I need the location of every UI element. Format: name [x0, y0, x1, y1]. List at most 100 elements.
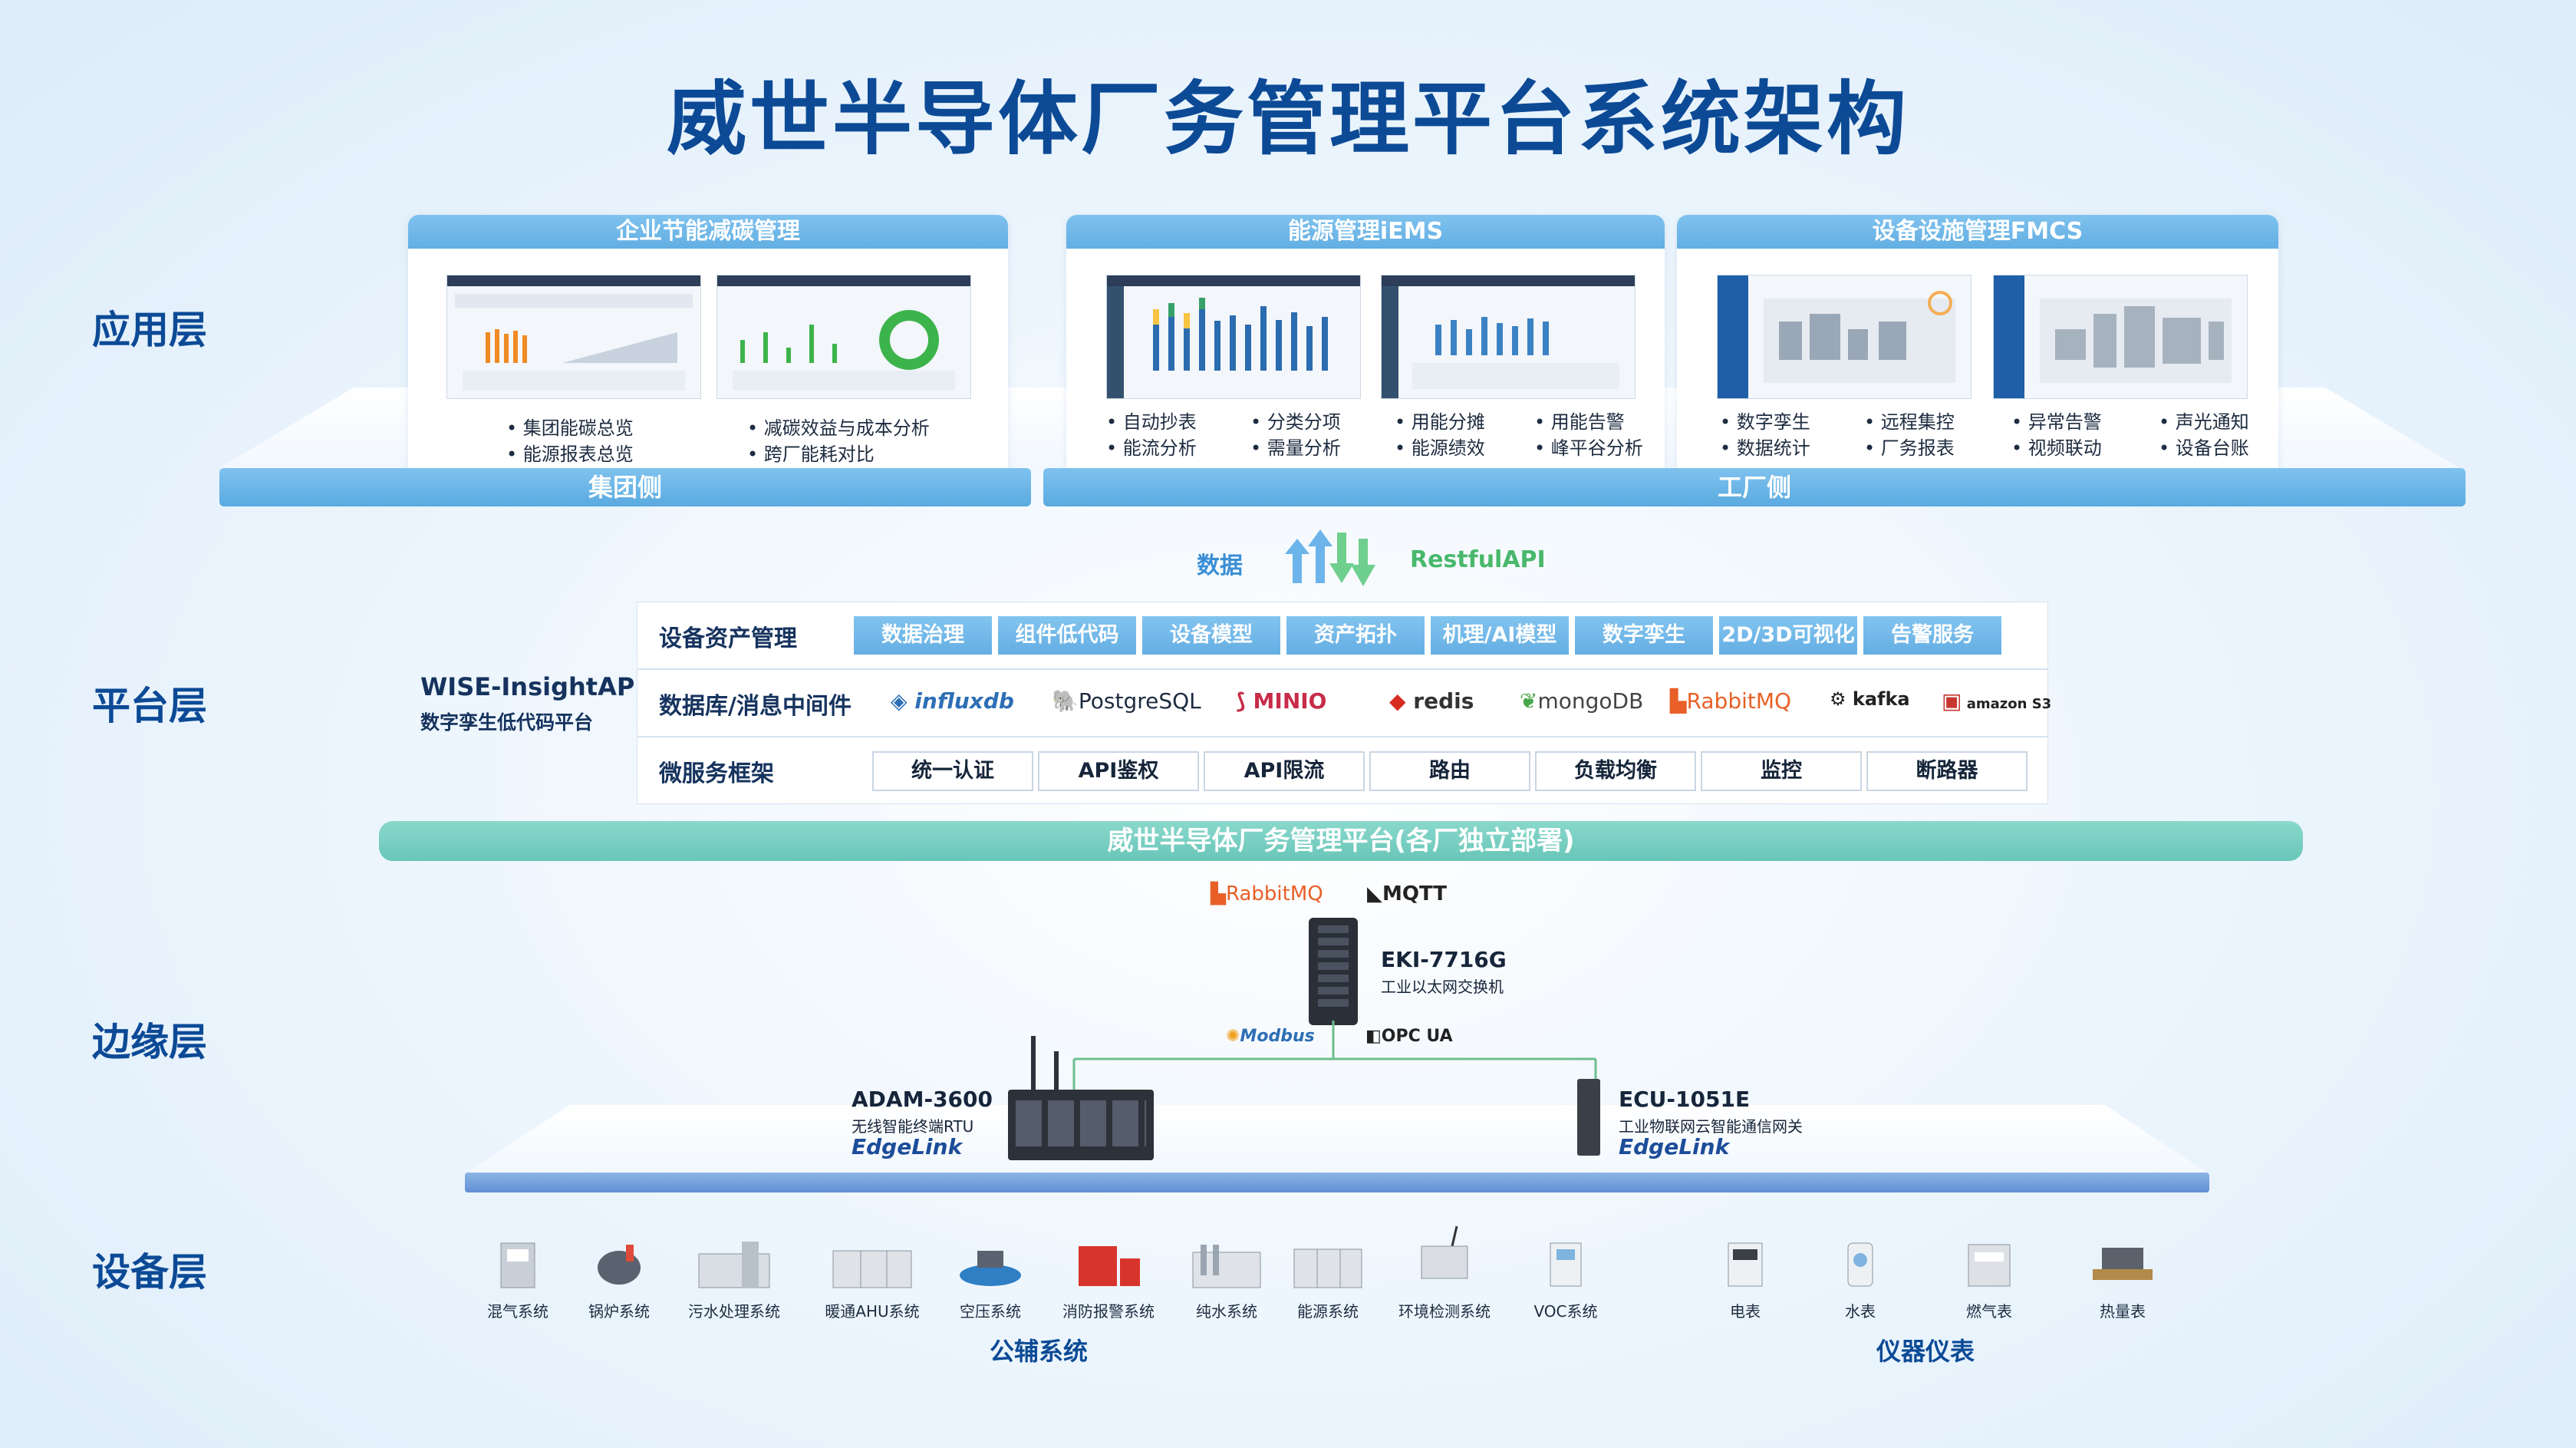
heat-meter-icon [2093, 1248, 2153, 1280]
voc-detector-icon [1550, 1242, 1582, 1287]
microservice-title: 微服务框架 [659, 760, 774, 787]
bullet-item: • 远程集控 [1864, 411, 1955, 433]
group-energy-card: 企业节能减碳管理 • 集团能碳总览 • 能源报表总览 • 减碳效益与成本分析 •… [408, 215, 1008, 468]
ethernet-switch-device [1309, 918, 1358, 1025]
redis-logo: ◆ redis [1389, 688, 1474, 714]
capability-tag: 资产拓扑 [1286, 616, 1425, 655]
device-fire-alarm: 消防报警系统 [1051, 1239, 1166, 1321]
fmcs-card-title: 设备设施管理FMCS [1677, 215, 2278, 249]
aux-systems-group-label: 公辅系统 [990, 1337, 1089, 1366]
service-box: API限流 [1204, 751, 1365, 791]
bullet-item: • 能源绩效 [1395, 437, 1485, 459]
bullet-item: • 减碳效益与成本分析 [747, 417, 930, 439]
switch-model: EKI-7716G [1381, 947, 1507, 972]
bullet-item: • 能流分析 [1106, 437, 1197, 459]
bar-chart-thumbnail [1412, 317, 1619, 389]
digital-twin-screenshot [1717, 275, 1972, 399]
capability-tag: 2D/3D可视化 [1719, 616, 1857, 655]
device-voc: VOC系统 [1524, 1239, 1608, 1321]
gateway-description: 工业物联网云智能通信网关 [1619, 1117, 1803, 1136]
device-environment-monitor: 环境检测系统 [1387, 1223, 1502, 1321]
dashboard-screenshot [716, 275, 971, 399]
switch-description: 工业以太网交换机 [1381, 978, 1504, 996]
capability-tag: 告警服务 [1863, 616, 2001, 655]
power-cabinet-icon [1293, 1248, 1362, 1288]
iems-card: 能源管理iEMS • 自动抄表 • 能流分析 • 分类分项 • 需量分析 • 用… [1066, 215, 1665, 468]
data-exchange-arrows-icon [1285, 529, 1375, 586]
layer-label-platform: 平台层 [92, 684, 207, 728]
bullet-item: • 数字孪生 [1720, 411, 1810, 433]
device-wastewater: 污水处理系统 [677, 1239, 792, 1321]
postgresql-logo: 🐘PostgreSQL [1052, 688, 1201, 714]
stacked-bar-thumbnail [1153, 298, 1328, 371]
rtu-model: ADAM-3600 [852, 1087, 993, 1112]
device-energy-system: 能源系统 [1286, 1239, 1370, 1321]
bullet-item: • 能源报表总览 [506, 444, 634, 465]
ahu-unit-icon [832, 1250, 912, 1288]
bullet-item: • 集团能碳总览 [506, 417, 634, 439]
dashboard-screenshot [446, 275, 701, 399]
fire-alarm-panel-icon [1079, 1246, 1140, 1286]
bullet-item: • 用能告警 [1534, 411, 1625, 433]
opcua-protocol-logo: ◧OPC UA [1365, 1027, 1453, 1046]
boiler-icon [598, 1245, 641, 1285]
dashboard-screenshot [1106, 275, 1361, 399]
capability-tag: 数字孪生 [1575, 616, 1713, 655]
environment-sensor-icon [1421, 1225, 1468, 1279]
gateway-edgelink-logo: EdgeLink [1619, 1134, 1730, 1159]
service-box: 统一认证 [872, 751, 1033, 791]
capability-tag: 设备模型 [1142, 616, 1280, 655]
rtu-edgelink-logo: EdgeLink [852, 1134, 963, 1159]
water-meter-icon [1847, 1242, 1873, 1287]
bullet-item: • 厂务报表 [1864, 437, 1955, 459]
minio-logo: ⟆ MINIO [1236, 688, 1327, 714]
bullet-item: • 视频联动 [2011, 437, 2102, 459]
iems-card-title: 能源管理iEMS [1066, 215, 1665, 249]
service-box: 负载均衡 [1535, 751, 1696, 791]
capability-tag: 数据治理 [854, 616, 992, 655]
capability-tag: 组件低代码 [998, 616, 1136, 655]
layer-label-app: 应用层 [92, 308, 207, 352]
amazon-s3-logo: ▣ amazon S3 [1942, 688, 2052, 714]
bullet-item: • 数据统计 [1720, 437, 1810, 459]
edge-layer-base-bar [465, 1173, 2209, 1192]
rabbitmq-protocol-logo: ▙RabbitMQ [1211, 882, 1323, 905]
influxdb-logo: ◈ influxdb [891, 688, 1014, 714]
gateway-model: ECU-1051E [1619, 1087, 1751, 1112]
page-title: 威世半导体厂务管理平台系统架构 [666, 72, 1909, 166]
pure-water-system-icon [1192, 1245, 1261, 1288]
mqtt-protocol-logo: ◣MQTT [1367, 882, 1448, 905]
dashboard-screenshot [1381, 275, 1636, 399]
layer-label-device: 设备层 [92, 1250, 207, 1295]
platform-deployment-bar: 威世半导体厂务管理平台(各厂独立部署) [379, 821, 2303, 861]
air-compressor-icon [960, 1251, 1021, 1286]
device-electric-meter: 电表 [1703, 1239, 1787, 1321]
fmcs-card: 设备设施管理FMCS • 数字孪生 • 数据统计 • 远程集控 • 厂务报表 •… [1677, 215, 2278, 468]
bullet-item: • 用能分摊 [1395, 411, 1485, 433]
device-heat-meter: 热量表 [2080, 1239, 2165, 1321]
kafka-logo: ⚙ kafka [1830, 688, 1910, 710]
gas-cabinet-icon [500, 1242, 535, 1288]
service-box: 路由 [1369, 751, 1530, 791]
asset-management-title: 设备资产管理 [659, 625, 797, 652]
device-gas-meter: 燃气表 [1947, 1239, 2031, 1321]
platform-brand: WISE-InsightAPM [420, 672, 660, 701]
asset-management-row: 设备资产管理 数据治理 组件低代码 设备模型 资产拓扑 机理/AI模型 数字孪生… [637, 602, 2048, 669]
edge-layer-platform [465, 1105, 2209, 1174]
device-compressed-air: 空压系统 [948, 1239, 1033, 1321]
layer-label-edge: 边缘层 [92, 1020, 207, 1064]
gas-meter-icon [1968, 1244, 2011, 1287]
bullet-item: • 需量分析 [1250, 437, 1341, 459]
database-middleware-row: 数据库/消息中间件 ◈ influxdb 🐘PostgreSQL ⟆ MINIO… [637, 669, 2052, 737]
meters-group-label: 仪器仪表 [1876, 1337, 1975, 1366]
digital-twin-screenshot [1993, 275, 2248, 399]
service-box: 断路器 [1866, 751, 2028, 791]
modbus-protocol-logo: ✺Modbus [1226, 1027, 1315, 1046]
factory-3d-thumbnail [2040, 299, 2232, 383]
service-box: API鉴权 [1038, 751, 1199, 791]
device-boiler: 锅炉系统 [577, 1239, 661, 1321]
donut-chart-thumbnail [733, 310, 955, 391]
api-flow-label: RestfulAPI [1410, 546, 1546, 573]
water-treatment-icon [698, 1242, 770, 1288]
rabbitmq-logo: ▙RabbitMQ [1670, 688, 1792, 714]
